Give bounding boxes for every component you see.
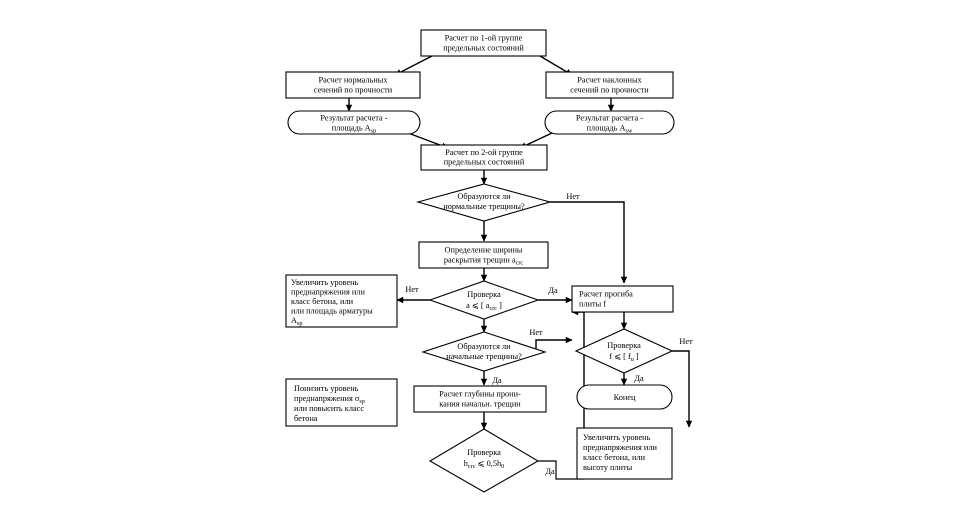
node-end[interactable]: Конец bbox=[576, 384, 673, 410]
node-decrease-left-line2: преднапряжения σsp bbox=[294, 394, 365, 405]
node-group1-line2: предельных состояний bbox=[443, 44, 524, 53]
node-increase-left-line4: или площадь арматуры bbox=[291, 307, 373, 316]
node-normal-cracks-line2: нормальные трещины? bbox=[443, 202, 525, 211]
node-crack-width[interactable]: Определение ширины раскрытия трещин acrc bbox=[418, 241, 549, 269]
edge-label-check-f-no: Нет bbox=[679, 337, 693, 346]
edge-label-initial-cracks-no: Нет bbox=[529, 328, 543, 337]
edge-label-normal-cracks-no: Нет bbox=[566, 192, 580, 201]
node-deflection-line2: плиты f bbox=[579, 300, 606, 309]
node-decrease-left-line4: бетона bbox=[294, 414, 318, 423]
node-increase-left-line2: преднапряжения или bbox=[291, 288, 365, 297]
node-decrease-left-line3: или повысить класс bbox=[294, 404, 364, 413]
node-check-acrc[interactable]: Проверка a ⩽ [ acrc ] bbox=[428, 280, 540, 320]
node-normal-cracks-question[interactable]: Образуются ли нормальные трещины? bbox=[415, 183, 553, 222]
edge-label-check-f-yes: Да bbox=[634, 374, 644, 383]
node-normal-sections-line2: сечений по прочности bbox=[314, 86, 393, 95]
node-check-f[interactable]: Проверка f ⩽ [ fu ] bbox=[574, 328, 674, 374]
edge-check-hcrc-yes-to-bus bbox=[538, 460, 584, 480]
node-increase-right-line3: класс бетона, или bbox=[583, 453, 646, 462]
node-check-hcrc-line2: hcrc ⩽ 0,5h0 bbox=[464, 459, 504, 470]
node-result-asw-line1: Результат расчета - bbox=[576, 114, 643, 123]
node-increase-right-line2: преднапряжения или bbox=[583, 443, 657, 452]
edge-normal-cracks-no-to-deflection bbox=[550, 201, 628, 284]
node-initial-cracks-question[interactable]: Образуются ли начальные трещины? bbox=[421, 331, 547, 372]
node-result-asw-line2: площадь Asw bbox=[587, 124, 633, 135]
node-check-f-line1: Проверка bbox=[607, 341, 641, 350]
node-depth-calc[interactable]: Расчет глубины прони- кания начальн. тре… bbox=[413, 385, 547, 413]
node-check-hcrc-line1: Проверка bbox=[467, 448, 501, 457]
edge-label-check-hcrc-yes: Да bbox=[545, 467, 555, 476]
node-increase-left[interactable]: Увеличить уровень преднапряжения или кла… bbox=[285, 274, 398, 328]
node-inclined-sections-line1: Расчет наклонных bbox=[577, 76, 642, 85]
node-crack-width-line2: раскрытия трещин acrc bbox=[444, 256, 524, 267]
node-group2-line1: Расчет по 2-ой группе bbox=[445, 148, 523, 157]
node-group2[interactable]: Расчет по 2-ой группе предельных состоян… bbox=[420, 144, 548, 171]
node-check-acrc-line1: Проверка bbox=[467, 290, 501, 299]
node-result-asp-line2: площадь Asp bbox=[332, 124, 376, 135]
node-normal-sections[interactable]: Расчет нормальных сечений по прочности bbox=[285, 71, 421, 99]
node-group1[interactable]: Расчет по 1-ой группе предельных состоян… bbox=[420, 29, 547, 57]
node-normal-cracks-line1: Образуются ли bbox=[457, 192, 511, 201]
node-increase-right-line4: высоту плиты bbox=[583, 463, 633, 472]
node-check-acrc-line2: a ⩽ [ acrc ] bbox=[466, 301, 502, 312]
node-decrease-left-line1: Понизить уровень bbox=[294, 384, 359, 393]
node-increase-left-line1: Увеличить уровень bbox=[291, 278, 359, 287]
node-increase-right-line1: Увеличить уровень bbox=[583, 433, 651, 442]
node-inclined-sections-line2: сечений по прочности bbox=[570, 86, 649, 95]
node-initial-cracks-line2: начальные трещины? bbox=[446, 352, 522, 361]
node-depth-calc-line1: Расчет глубины прони- bbox=[439, 390, 521, 399]
edge-label-check-acrc-yes: Да bbox=[548, 286, 558, 295]
edge-check-f-no-to-increase-right bbox=[672, 350, 693, 428]
edge-label-check-acrc-no: Нет bbox=[405, 285, 419, 294]
node-crack-width-line1: Определение ширины bbox=[445, 246, 523, 255]
node-increase-right[interactable]: Увеличить уровень преднапряжения или кла… bbox=[576, 427, 673, 480]
node-result-asp-line1: Результат расчета - bbox=[320, 114, 387, 123]
node-group1-line1: Расчет по 1-ой группе bbox=[445, 34, 523, 43]
node-depth-calc-line2: кания начальн. трещин bbox=[439, 400, 521, 409]
node-check-f-line2: f ⩽ [ fu ] bbox=[609, 352, 639, 363]
node-end-label: Конец bbox=[614, 393, 636, 402]
node-normal-sections-line1: Расчет нормальных bbox=[318, 76, 388, 85]
node-increase-left-line3: класс бетона, или bbox=[291, 297, 354, 306]
node-initial-cracks-line1: Образуются ли bbox=[457, 342, 511, 351]
node-decrease-left[interactable]: Понизить уровень преднапряжения σsp или … bbox=[285, 378, 398, 427]
node-result-asw[interactable]: Результат расчета - площадь Asw bbox=[544, 110, 675, 135]
node-result-asp[interactable]: Результат расчета - площадь Asp bbox=[287, 110, 421, 135]
node-check-hcrc[interactable]: Проверка hcrc ⩽ 0,5h0 bbox=[428, 428, 540, 493]
node-deflection-line1: Расчет прогиба bbox=[579, 290, 633, 299]
node-increase-left-line5: Asp bbox=[291, 316, 303, 327]
edge-label-initial-cracks-yes: Да bbox=[492, 376, 502, 385]
node-inclined-sections[interactable]: Расчет наклонных сечений по прочности bbox=[545, 71, 674, 99]
node-group2-line2: предельных состояний bbox=[444, 158, 525, 167]
node-deflection[interactable]: Расчет прогиба плиты f bbox=[571, 285, 674, 313]
